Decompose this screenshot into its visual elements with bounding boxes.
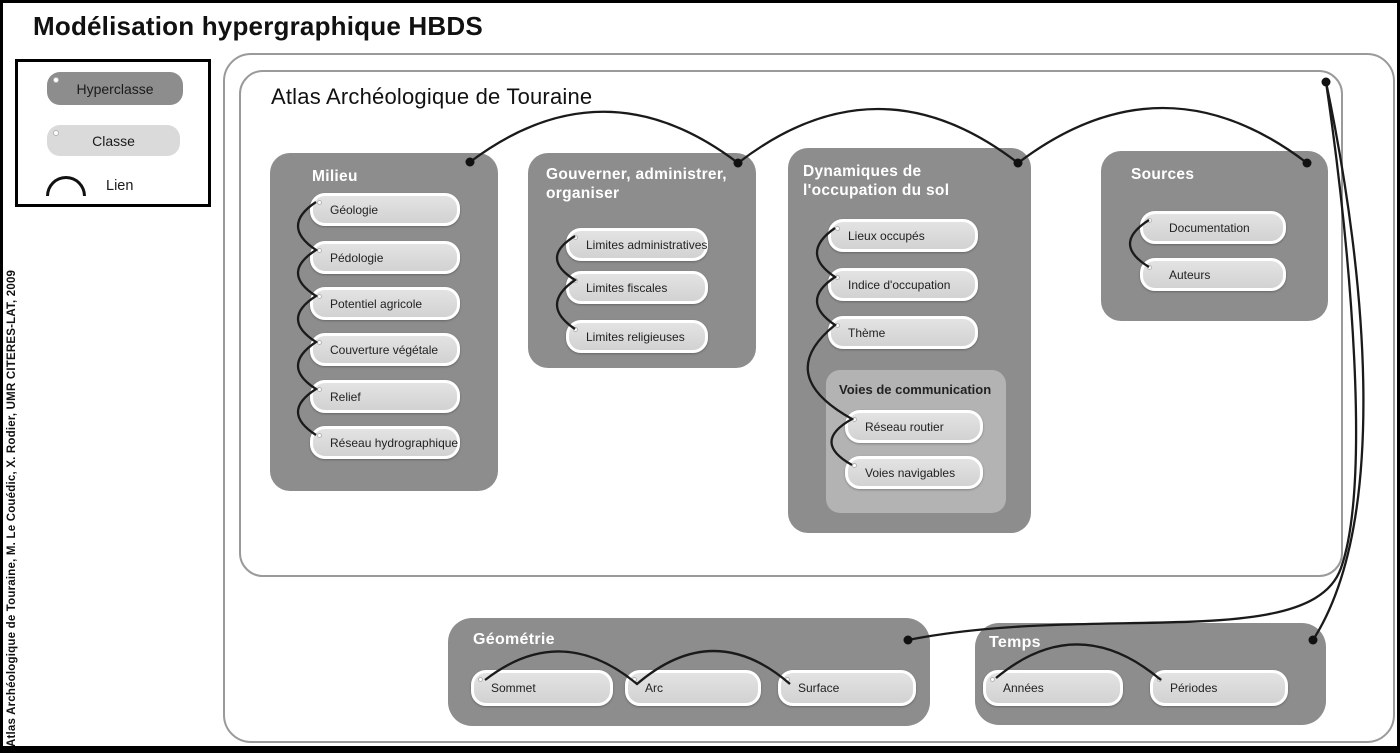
- hyperclass-gouverner: Gouverner, administrer, organiser Limite…: [528, 153, 756, 368]
- hyperclass-title: Dynamiques de l'occupation du sol: [803, 163, 950, 200]
- class-potentiel-agricole: Potentiel agricole: [310, 287, 460, 320]
- attach-dot-icon: [835, 323, 840, 328]
- attach-dot-icon: [317, 200, 322, 205]
- legend: Hyperclasse Classe Lien: [15, 59, 211, 207]
- atlas-container-title: Atlas Archéologique de Touraine: [271, 84, 593, 109]
- class-label: Limites fiscales: [586, 280, 668, 295]
- class-label: Potentiel agricole: [330, 296, 423, 311]
- attach-dot-icon: [1147, 218, 1152, 223]
- class-label: Lieux occupés: [848, 228, 925, 243]
- class-label: Géologie: [330, 202, 379, 217]
- attach-dot-icon: [632, 677, 637, 682]
- attach-dot-icon: [573, 235, 578, 240]
- attach-dot-icon: [1147, 265, 1152, 270]
- hyperclass-milieu: Milieu Géologie Pédologie Potentiel agri…: [270, 153, 498, 491]
- class-label: Surface: [798, 681, 840, 695]
- attach-dot-icon: [852, 417, 857, 422]
- class-label: Documentation: [1169, 220, 1250, 235]
- link-arc-icon: [46, 176, 86, 196]
- attach-dot-icon: [573, 327, 578, 332]
- class-label: Pédologie: [330, 250, 384, 265]
- class-label: Arc: [645, 681, 663, 695]
- hyperclass-title: Sources: [1131, 166, 1195, 183]
- attach-dot-icon: [785, 677, 790, 682]
- hyperclass-title: Gouverner, administrer, organiser: [546, 166, 727, 203]
- class-label: Années: [1003, 681, 1044, 695]
- legend-link-label: Lien: [106, 178, 134, 194]
- class-theme: Thème: [828, 316, 978, 349]
- legend-hyperclass-label: Hyperclasse: [76, 80, 154, 97]
- class-label: Sommet: [491, 681, 536, 695]
- attach-dot-icon: [317, 248, 322, 253]
- hyperclass-sources: Sources Documentation Auteurs: [1101, 151, 1328, 321]
- subgroup-voies-de-communication: Voies de communication Réseau routier Vo…: [826, 370, 1006, 513]
- class-limites-administratives: Limites administratives: [566, 228, 708, 261]
- hyperclass-temps: Temps Années Périodes: [975, 623, 1326, 725]
- class-documentation: Documentation: [1140, 211, 1286, 244]
- hyperclass-dynamiques: Dynamiques de l'occupation du sol Lieux …: [788, 148, 1031, 533]
- class-periodes: Périodes: [1150, 670, 1288, 706]
- class-label: Réseau routier: [865, 419, 944, 434]
- class-label: Auteurs: [1169, 267, 1211, 282]
- class-arc: Arc: [625, 670, 761, 706]
- class-pedologie: Pédologie: [310, 241, 460, 274]
- class-label: Limites religieuses: [586, 329, 685, 344]
- class-annees: Années: [983, 670, 1123, 706]
- class-sommet: Sommet: [471, 670, 613, 706]
- class-label: Limites administratives: [586, 237, 708, 252]
- attach-dot-icon: [317, 340, 322, 345]
- class-couverture-vegetale: Couverture végétale: [310, 333, 460, 366]
- legend-class-label: Classe: [92, 132, 135, 149]
- hyperclass-title: Temps: [989, 634, 1041, 651]
- legend-hyperclass-sample: Hyperclasse: [47, 72, 183, 105]
- class-lieux-occupes: Lieux occupés: [828, 219, 978, 252]
- class-label: Couverture végétale: [330, 342, 439, 357]
- class-geologie: Géologie: [310, 193, 460, 226]
- class-voies-navigables: Voies navigables: [845, 456, 983, 489]
- attach-dot-icon: [573, 278, 578, 283]
- class-label: Voies navigables: [865, 465, 956, 480]
- class-auteurs: Auteurs: [1140, 258, 1286, 291]
- class-label: Thème: [848, 325, 886, 340]
- class-label: Relief: [330, 389, 361, 404]
- class-label: Indice d'occupation: [848, 277, 951, 292]
- attach-dot-icon: [317, 433, 322, 438]
- legend-class-sample: Classe: [47, 125, 180, 156]
- attach-dot-icon: [835, 226, 840, 231]
- subgroup-title: Voies de communication: [839, 382, 992, 397]
- class-label: Périodes: [1170, 681, 1218, 695]
- class-reseau-hydrographique: Réseau hydrographique: [310, 426, 460, 459]
- hyperclass-geometrie: Géométrie Sommet Arc Surface: [448, 618, 930, 726]
- attach-dot-icon: [478, 677, 483, 682]
- hyperclass-title: Géométrie: [473, 631, 555, 648]
- attach-dot-icon: [1157, 677, 1162, 682]
- class-label: Réseau hydrographique: [330, 435, 459, 450]
- attach-dot-icon: [53, 130, 59, 136]
- class-reseau-routier: Réseau routier: [845, 410, 983, 443]
- attach-dot-icon: [835, 275, 840, 280]
- class-surface: Surface: [778, 670, 916, 706]
- page-title: Modélisation hypergraphique HBDS: [33, 11, 483, 41]
- attach-dot-icon: [317, 387, 322, 392]
- hyperclass-title: Milieu: [312, 168, 358, 185]
- class-relief: Relief: [310, 380, 460, 413]
- class-indice-occupation: Indice d'occupation: [828, 268, 978, 301]
- class-limites-fiscales: Limites fiscales: [566, 271, 708, 304]
- attribution-text: Atlas Archéologique de Touraine, M. Le C…: [6, 269, 18, 747]
- attach-dot-icon: [317, 294, 322, 299]
- attach-dot-icon: [53, 77, 59, 83]
- attach-dot-icon: [990, 677, 995, 682]
- attach-dot-icon: [852, 463, 857, 468]
- class-limites-religieuses: Limites religieuses: [566, 320, 708, 353]
